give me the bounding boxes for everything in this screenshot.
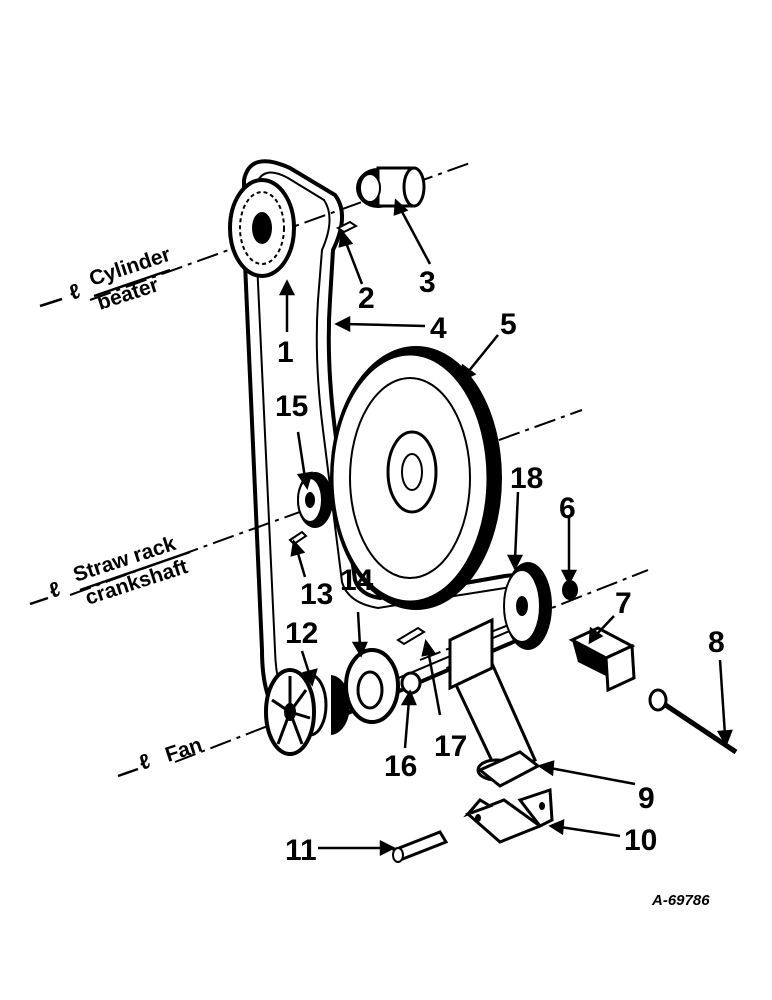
key-part-13 bbox=[288, 530, 308, 546]
callout-7: 7 bbox=[615, 587, 632, 620]
washer-part-14 bbox=[344, 648, 400, 724]
figure-number: A-69786 bbox=[651, 892, 710, 909]
cylinder-center-prefix: ℓ bbox=[66, 280, 83, 305]
callout-6: 6 bbox=[559, 492, 576, 525]
callout-11: 11 bbox=[285, 834, 317, 867]
bolt-part-8 bbox=[648, 688, 738, 755]
callout-15: 15 bbox=[275, 390, 308, 423]
fan-center-prefix: ℓ bbox=[136, 750, 153, 775]
callout-16: 16 bbox=[384, 750, 417, 783]
idler-pulley-part-18 bbox=[503, 562, 552, 650]
fan-label: ℓ Fan bbox=[136, 733, 205, 774]
centerline-dashes bbox=[29, 268, 191, 778]
fan-text: Fan bbox=[162, 733, 205, 766]
callout-12: 12 bbox=[285, 617, 318, 650]
strawrack-center-prefix: ℓ bbox=[46, 578, 63, 603]
callout-14: 14 bbox=[340, 564, 374, 597]
pin-part-11 bbox=[391, 830, 449, 863]
idler-arm-part-9 bbox=[446, 617, 541, 788]
callout-1: 1 bbox=[277, 336, 294, 369]
callout-10: 10 bbox=[624, 824, 657, 857]
washer-part-16 bbox=[400, 671, 422, 695]
cylinder-beater-label: ℓ Cylinder beater bbox=[66, 243, 173, 315]
callout-numbers: 1 2 3 4 5 6 7 8 9 10 11 12 13 14 15 16 1… bbox=[275, 266, 725, 867]
callout-18: 18 bbox=[510, 462, 543, 495]
strawrack-crankshaft-label: ℓ Straw rack crankshaft bbox=[46, 532, 190, 610]
fan-sheave bbox=[264, 668, 316, 756]
callout-8: 8 bbox=[708, 626, 725, 659]
callout-17: 17 bbox=[434, 730, 467, 763]
large-pulley bbox=[330, 346, 502, 610]
callout-4: 4 bbox=[430, 312, 447, 345]
key-part-17 bbox=[396, 626, 426, 646]
nut-part-6 bbox=[562, 580, 578, 600]
hub-part-3 bbox=[356, 166, 426, 208]
leader-lines bbox=[278, 198, 733, 857]
bracket-part-10 bbox=[463, 787, 554, 844]
callout-9: 9 bbox=[638, 782, 655, 815]
callout-2: 2 bbox=[358, 282, 375, 315]
fan-center-line bbox=[174, 697, 341, 763]
cylinder-beater-sheave bbox=[228, 178, 296, 278]
callout-13: 13 bbox=[300, 578, 333, 611]
bracket-part-7 bbox=[568, 626, 636, 693]
callout-3: 3 bbox=[419, 266, 436, 299]
callout-5: 5 bbox=[500, 308, 517, 341]
